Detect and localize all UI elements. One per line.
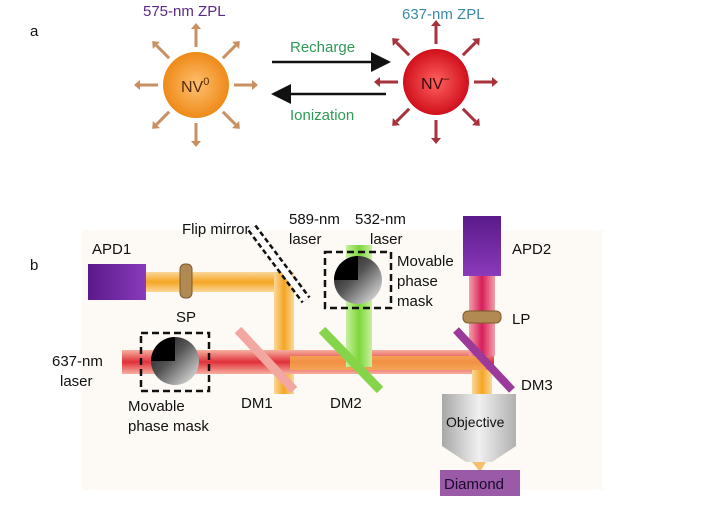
ray-arrowhead [431,138,441,144]
ray-line [155,110,171,126]
mask-bottom-label-line2: phase mask [128,418,209,435]
mask-top-label-line1: Movable [397,253,454,270]
ray-arrowhead [492,77,498,87]
laser637-label-line1: 637-nm [52,353,103,370]
phase-mask-top [323,250,393,310]
apd2-detector [463,216,501,276]
nv0-label: NV0 [181,76,209,96]
ray-line [221,110,237,126]
lp-filter [462,310,502,324]
recharge-label: Recharge [290,39,355,56]
nv0-zpl-label: 575-nm ZPL [143,3,226,20]
laser637-label-line2: laser [60,373,93,390]
ray-arrowhead [232,41,240,49]
panel-b-letter: b [30,257,38,274]
laser532-label-line2: laser [370,231,403,248]
dm3-mirror [453,327,515,393]
ray-arrowhead [134,80,140,90]
apd1-detector [88,264,146,300]
nvminus-rays [374,20,498,144]
diamond-sample [440,470,520,496]
dm1-mirror [234,326,298,394]
ray-arrowhead [152,41,160,49]
nvminus-zpl-label: 637-nm ZPL [402,6,485,23]
mask-top-label-line3: mask [397,293,433,310]
ray-line [461,41,477,57]
apd1-label: APD1 [92,241,131,258]
dm3-label: DM3 [521,377,553,394]
laser532-label-line1: 532-nm [355,211,406,228]
ray-arrowhead [374,77,380,87]
nvminus-emitter: NV– [374,20,498,144]
dm2-mirror [318,326,384,394]
dm1-label: DM1 [241,395,273,412]
nv0-emitter: NV0 [134,23,258,147]
ray-arrowhead [392,118,400,126]
mask-bottom-label-line1: Movable [128,398,185,415]
sp-label: SP [176,309,196,326]
ray-line [395,107,411,123]
ray-line [461,107,477,123]
ray-arrowhead [392,38,400,46]
flip-mirror [247,224,311,304]
nv0-circle [163,52,229,118]
ray-arrowhead [191,23,201,29]
ray-line [221,44,237,60]
ray-arrowhead [152,121,160,129]
nvminus-label: NV– [421,73,450,93]
objective-lens [442,394,516,472]
phase-mask-bottom [139,331,211,393]
objective-label: Objective [446,414,505,430]
ray-arrowhead [191,141,201,147]
nv0-rays [134,23,258,147]
beam-main-orange [290,356,486,370]
laser589-label-line1: 589-nm [289,211,340,228]
ray-arrowhead [472,38,480,46]
lp-label: LP [512,311,530,328]
panel-a-letter: a [30,23,39,40]
ray-arrowhead [472,118,480,126]
beam-to-objective [472,370,492,394]
ray-arrowhead [232,121,240,129]
laser589-label-line2: laser [289,231,322,248]
diamond-label: Diamond [444,476,504,493]
flip-mirror-label: Flip mirror [182,221,250,238]
beam-apd1-orange [146,272,294,292]
apd2-label: APD2 [512,241,551,258]
ray-line [155,44,171,60]
nvminus-circle [403,49,469,115]
dm2-label: DM2 [330,395,362,412]
sp-filter [179,263,193,299]
ionization-label: Ionization [290,107,354,124]
mask-top-label-line2: phase [397,273,438,290]
ray-arrowhead [431,20,441,26]
ray-arrowhead [252,80,258,90]
ray-line [395,41,411,57]
